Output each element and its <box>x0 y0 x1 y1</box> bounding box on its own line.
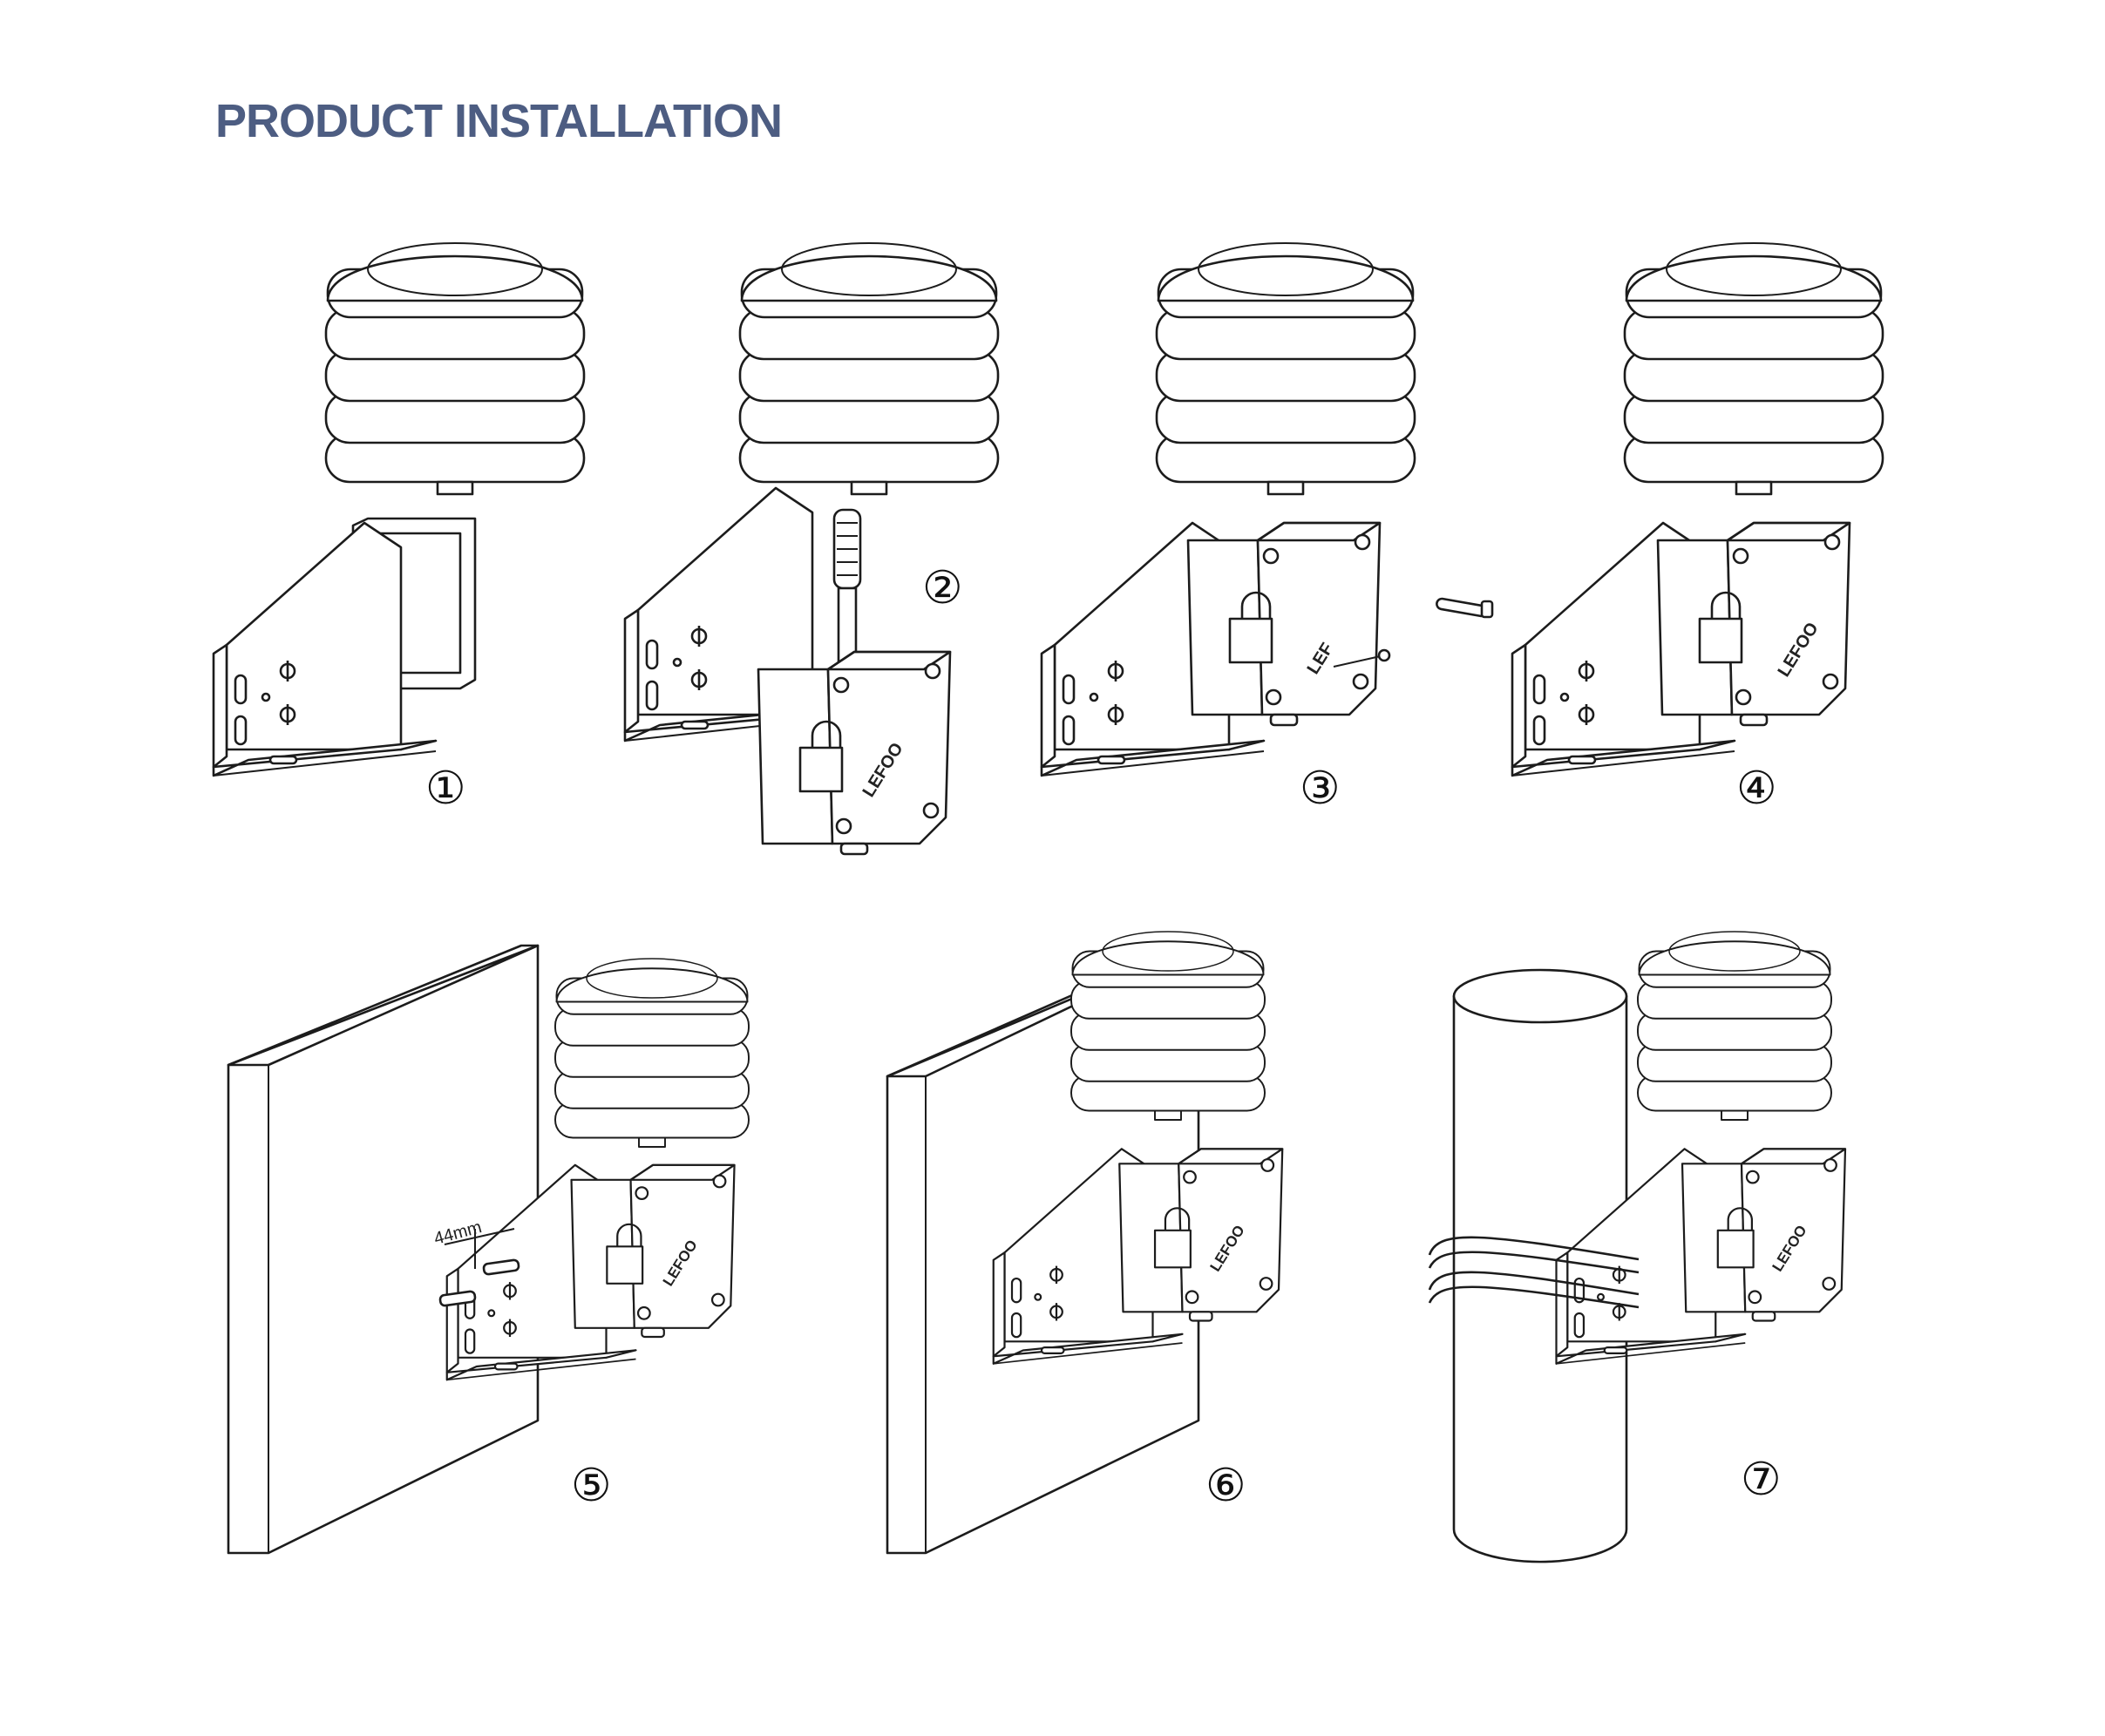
step-number-6: ⑥ <box>1205 1460 1246 1512</box>
step-number-3: ③ <box>1300 763 1341 815</box>
page-title: PRODUCT INSTALLATION <box>215 95 783 147</box>
step-6-illustration: LEFOO <box>886 931 1284 1555</box>
pipe-clamp-bands <box>1428 1236 1640 1309</box>
step-number-2: ② <box>922 562 963 614</box>
step-7-illustration: LEFOO <box>1428 931 1847 1563</box>
step-number-5: ⑤ <box>571 1460 612 1512</box>
step-4-illustration: LEFOO <box>1511 241 1884 777</box>
step-number-7: ⑦ <box>1741 1454 1782 1506</box>
step-3-illustration: LEF <box>1040 241 1494 777</box>
step-2-illustration: LEFOO <box>623 241 1000 856</box>
step-5-illustration: LEFOO 44mm <box>227 944 750 1555</box>
step-number-1: ① <box>425 763 466 815</box>
step-number-4: ④ <box>1736 763 1777 815</box>
wall-anchor-screws <box>438 1228 520 1307</box>
step-1-illustration <box>212 241 586 777</box>
